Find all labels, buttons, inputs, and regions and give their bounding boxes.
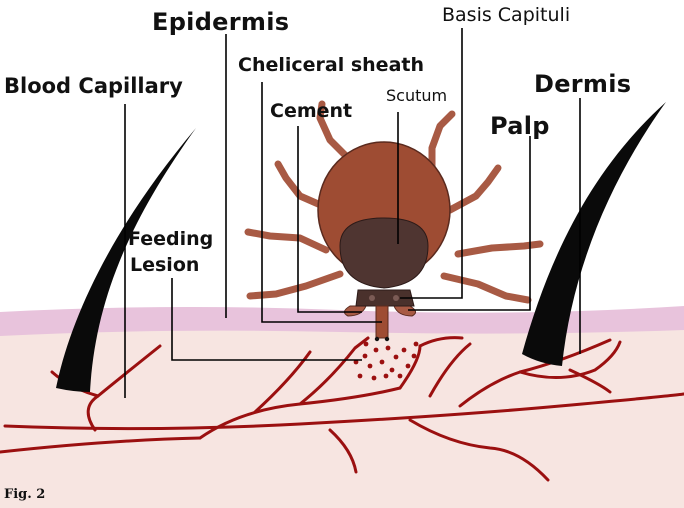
label-palp: Palp	[490, 112, 550, 140]
label-feeding: Feeding	[128, 228, 214, 250]
hypostome-tip-right	[384, 336, 390, 342]
tick-legs	[244, 100, 544, 304]
tick-scutum	[339, 217, 429, 289]
dermis-layer	[0, 318, 684, 508]
label-dermis: Dermis	[534, 70, 632, 98]
label-basis-capituli: Basis Capituli	[442, 4, 571, 26]
tick-palps	[344, 305, 416, 317]
basis-spot-right	[393, 295, 399, 301]
label-cement: Cement	[270, 100, 353, 122]
epidermis-layer	[0, 306, 684, 336]
leader-lines	[124, 28, 581, 398]
label-scutum: Scutum	[386, 86, 448, 105]
basis-spot-left	[369, 295, 375, 301]
label-cheliceral-sheath: Cheliceral sheath	[238, 54, 425, 76]
blood-capillary-network	[0, 336, 684, 482]
label-lesion: Lesion	[130, 254, 200, 276]
figure-caption: Fig. 2	[4, 487, 46, 502]
hair-right	[522, 102, 666, 366]
label-blood-capillary: Blood Capillary	[4, 74, 183, 98]
tick-basis-capituli	[355, 289, 415, 307]
hypostome-tip-left	[374, 336, 380, 342]
label-epidermis: Epidermis	[152, 8, 290, 36]
hair-left	[56, 128, 196, 392]
